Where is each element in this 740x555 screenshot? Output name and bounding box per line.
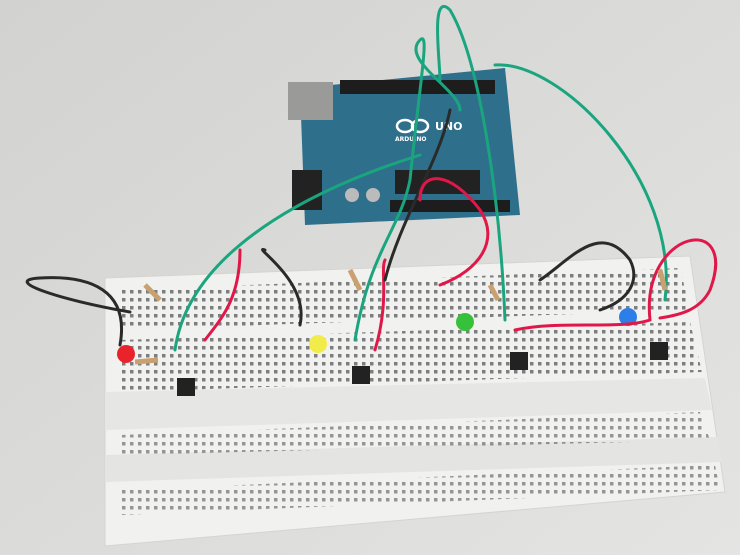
breadboard bbox=[104, 255, 726, 547]
jumper-wires bbox=[25, 5, 718, 352]
svg-text:UNO: UNO bbox=[435, 120, 463, 133]
led-red bbox=[117, 345, 135, 363]
svg-text:ARDUINO: ARDUINO bbox=[395, 136, 426, 143]
led-green bbox=[456, 313, 474, 331]
led-yellow bbox=[309, 335, 327, 353]
arduino-logo: ARDUINO UNO bbox=[395, 118, 463, 143]
usb-port bbox=[288, 82, 333, 120]
leds bbox=[117, 308, 637, 363]
push-buttons bbox=[177, 342, 668, 396]
led-blue bbox=[619, 308, 637, 326]
resistors bbox=[134, 268, 668, 365]
